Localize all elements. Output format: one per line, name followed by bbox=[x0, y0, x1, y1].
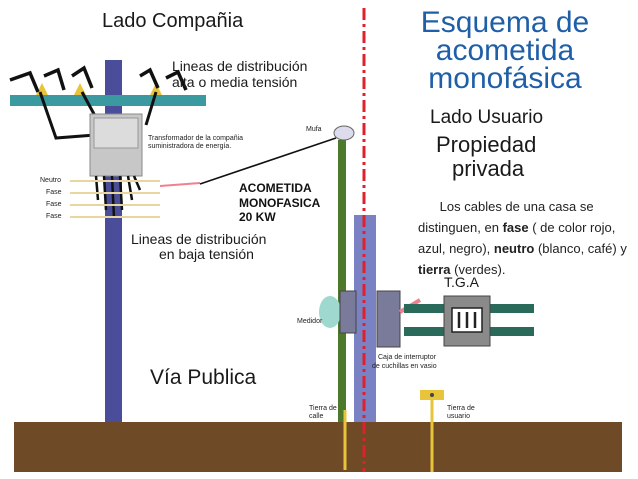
conductor-label-fase-1: Fase bbox=[46, 189, 62, 196]
conductor-neutro bbox=[70, 180, 160, 182]
cables-description: Los cables de una casa se distinguen, en… bbox=[418, 196, 632, 280]
tierra-calle-line-1: Tierra de bbox=[309, 405, 337, 412]
hv-line-ends bbox=[9, 65, 188, 93]
conductor-label-fase-3: Fase bbox=[46, 213, 62, 220]
feed-wire bbox=[159, 182, 201, 187]
lado-compania-label: Lado Compañia bbox=[102, 10, 244, 32]
cables-text-tierra: tierra bbox=[418, 262, 451, 277]
transformador-line-2: suministradora de energía. bbox=[148, 143, 232, 150]
caja-line-2: de cuchillas en vasio bbox=[372, 363, 437, 370]
propiedad-line-2: privada bbox=[452, 156, 525, 181]
mufa-cap bbox=[333, 125, 355, 141]
meter-dial bbox=[319, 296, 341, 328]
tierra-usuario-line-2: usuario bbox=[447, 413, 470, 420]
conductor-fase-1 bbox=[70, 192, 160, 194]
insulator-left bbox=[36, 83, 48, 95]
cables-text-part-1: Los cables de una casa se distinguen, en bbox=[418, 199, 594, 235]
tierra-calle-line-2: calle bbox=[309, 413, 324, 420]
title-line-3: monofásica bbox=[428, 62, 582, 95]
medidor-label: Medidor bbox=[297, 318, 323, 325]
tierra-usuario-line-1: Tierra de bbox=[447, 405, 475, 412]
tga-rail-right-2 bbox=[490, 327, 534, 336]
crossarm bbox=[10, 95, 206, 106]
cables-text-part-2: ( de color rojo, azul, negro), bbox=[418, 220, 616, 256]
acometida-cable bbox=[199, 137, 337, 185]
caja-interruptor bbox=[376, 290, 401, 348]
lado-usuario-label: Lado Usuario bbox=[430, 107, 544, 128]
lineas-baja-line-2: en baja tensión bbox=[159, 246, 254, 262]
conductor-fase-3 bbox=[70, 216, 160, 218]
acometida-line-3: 20 KW bbox=[239, 210, 276, 224]
cables-text-part-3: (blanco, café) y bbox=[534, 241, 627, 256]
ground bbox=[14, 422, 622, 472]
conductor-fase-2 bbox=[70, 204, 160, 206]
service-mast bbox=[338, 140, 346, 422]
lineas-baja-line-1: Lineas de distribución bbox=[131, 231, 267, 247]
propiedad-line-1: Propiedad bbox=[436, 132, 537, 157]
insulator-right bbox=[150, 83, 162, 95]
tga-rail-left bbox=[404, 304, 444, 313]
meter-box bbox=[339, 290, 357, 334]
ground-clamp-bolt bbox=[430, 393, 434, 397]
cables-text-part-4: (verdes). bbox=[450, 262, 506, 277]
via-publica-label: Vía Publica bbox=[150, 366, 257, 389]
tga-label: T.G.A bbox=[444, 274, 480, 290]
conductor-label-neutro: Neutro bbox=[40, 177, 62, 184]
lineas-alta-line-2: alta o media tensión bbox=[172, 74, 298, 90]
conductor-label-fase-2: Fase bbox=[46, 201, 62, 208]
acometida-line-2: MONOFASICA bbox=[239, 196, 321, 210]
caja-line-1: Caja de interruptor bbox=[378, 354, 436, 361]
tga-rail-right bbox=[490, 304, 534, 313]
tga-rail-left-2 bbox=[404, 327, 444, 336]
acometida-line-1: ACOMETIDA bbox=[239, 181, 312, 195]
cables-text-neutro: neutro bbox=[493, 241, 535, 256]
transformer-panel bbox=[93, 117, 139, 149]
transformador-line-1: Transformador de la compañia bbox=[148, 135, 244, 142]
mufa-label: Mufa bbox=[306, 126, 322, 133]
lineas-alta-line-1: Lineas de distribución bbox=[172, 58, 308, 74]
title-line-2: acometida bbox=[435, 34, 575, 67]
cables-text-fase: fase bbox=[502, 220, 529, 235]
title-line-1: Esquema de bbox=[420, 6, 590, 39]
